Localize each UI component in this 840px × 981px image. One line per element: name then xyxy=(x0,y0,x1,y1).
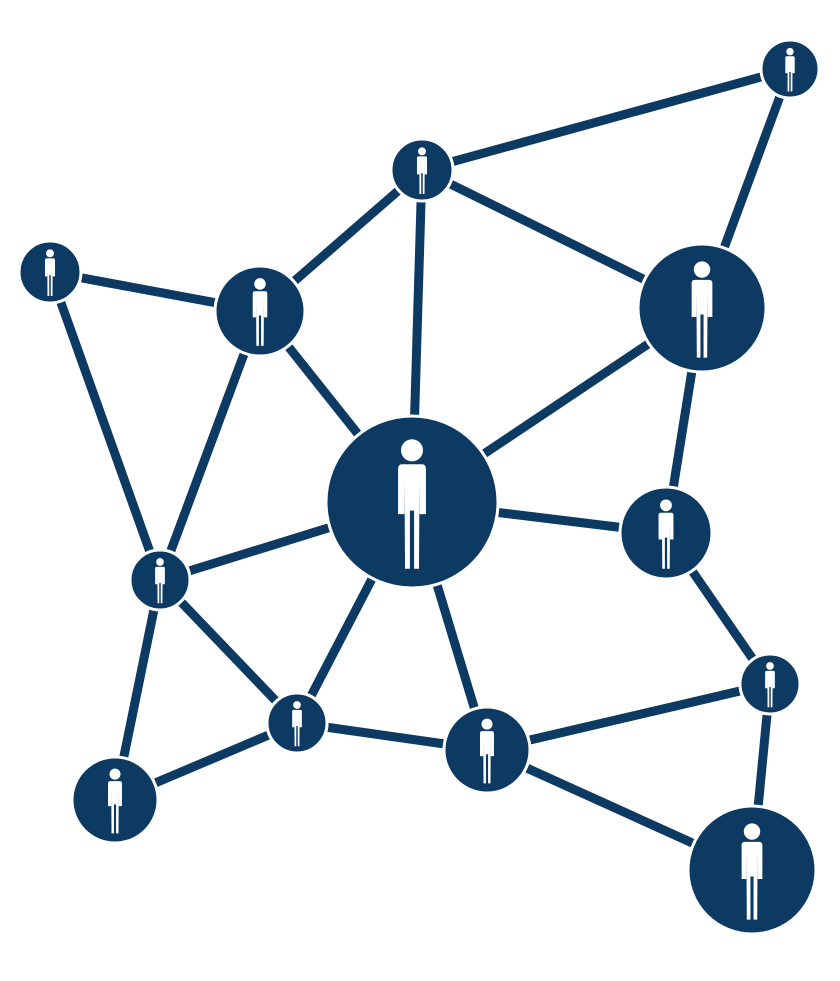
person-icon xyxy=(416,147,428,195)
person-icon xyxy=(398,439,426,569)
connection-line xyxy=(155,575,302,728)
person-icon xyxy=(108,768,122,834)
person-icon xyxy=(765,662,775,708)
person-node xyxy=(324,414,500,590)
connection-line xyxy=(417,64,795,175)
person-node xyxy=(636,242,768,374)
person-node xyxy=(213,264,307,358)
person-nodes xyxy=(17,38,821,936)
person-node xyxy=(265,691,329,755)
person-node xyxy=(759,38,821,100)
person-node xyxy=(442,705,532,795)
person-icon xyxy=(155,558,165,604)
person-node xyxy=(128,548,192,612)
connection-line xyxy=(45,267,165,585)
connection-line xyxy=(155,306,265,585)
person-node xyxy=(686,804,818,936)
connection-line xyxy=(482,679,775,755)
person-icon xyxy=(480,718,494,784)
person-node xyxy=(70,755,160,845)
person-icon xyxy=(44,249,56,297)
person-icon xyxy=(741,823,763,920)
person-node xyxy=(389,137,455,203)
person-icon xyxy=(292,701,302,747)
person-icon xyxy=(658,499,674,569)
person-icon xyxy=(691,261,713,358)
person-node xyxy=(618,485,714,581)
person-node xyxy=(738,652,802,716)
person-node xyxy=(17,239,83,305)
person-icon xyxy=(252,278,268,346)
person-icon xyxy=(785,47,795,92)
